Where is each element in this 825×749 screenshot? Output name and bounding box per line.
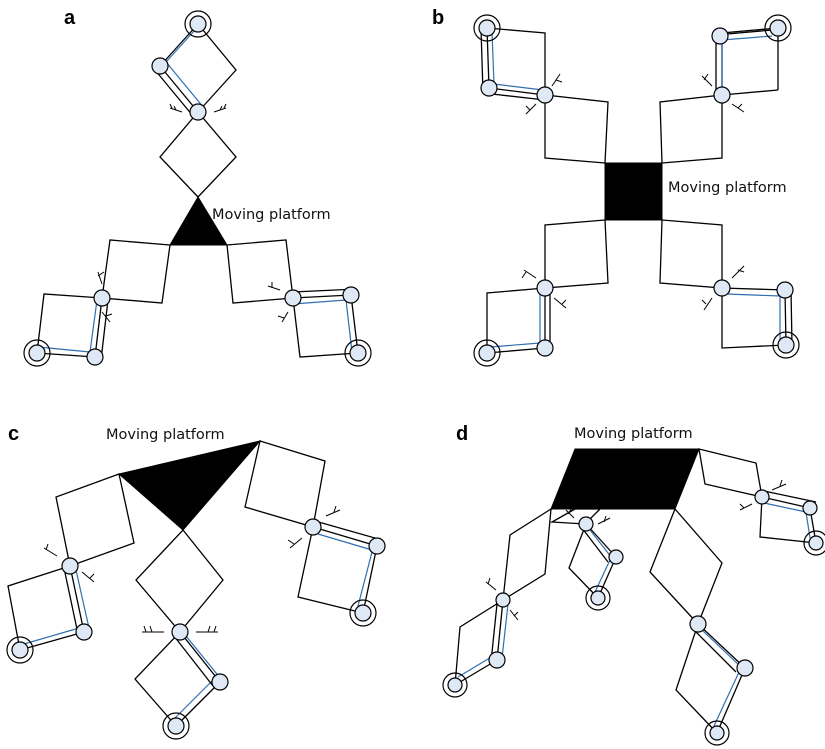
leg-b-bottom-left <box>473 219 609 367</box>
leg-a-top <box>151 10 237 198</box>
leg-b-bottom-right <box>659 219 800 359</box>
leg-b-top-left <box>473 14 609 164</box>
leg-c-right <box>244 440 386 627</box>
leg-d-left <box>442 507 552 698</box>
moving-platform-d <box>550 448 700 510</box>
leg-d-right-top <box>698 448 825 556</box>
leg-b-top-right <box>659 14 792 164</box>
leg-a-left <box>23 239 171 367</box>
leg-d-right-long <box>649 507 754 746</box>
platform-label-b: Moving platform <box>668 180 787 196</box>
panel-label-c: c <box>8 423 19 445</box>
leg-c-left <box>6 473 135 664</box>
panel-label-a: a <box>64 7 76 29</box>
moving-platform-c <box>117 440 262 531</box>
leg-a-right <box>226 239 372 367</box>
panel-b: b Moving platform <box>432 7 800 367</box>
platform-label-d: Moving platform <box>574 426 693 442</box>
platform-label-a: Moving platform <box>212 207 331 223</box>
leg-d-inner <box>549 507 624 611</box>
panel-c: c Moving platform <box>6 423 386 740</box>
panel-label-b: b <box>432 7 444 29</box>
moving-platform-b <box>604 162 663 221</box>
panel-d: d Moving platform <box>442 423 825 746</box>
panel-a: a Moving platform <box>23 7 372 367</box>
panel-label-d: d <box>456 423 468 445</box>
leg-c-middle <box>134 529 229 740</box>
moving-platform-a <box>169 196 228 246</box>
platform-label-c: Moving platform <box>106 427 225 443</box>
